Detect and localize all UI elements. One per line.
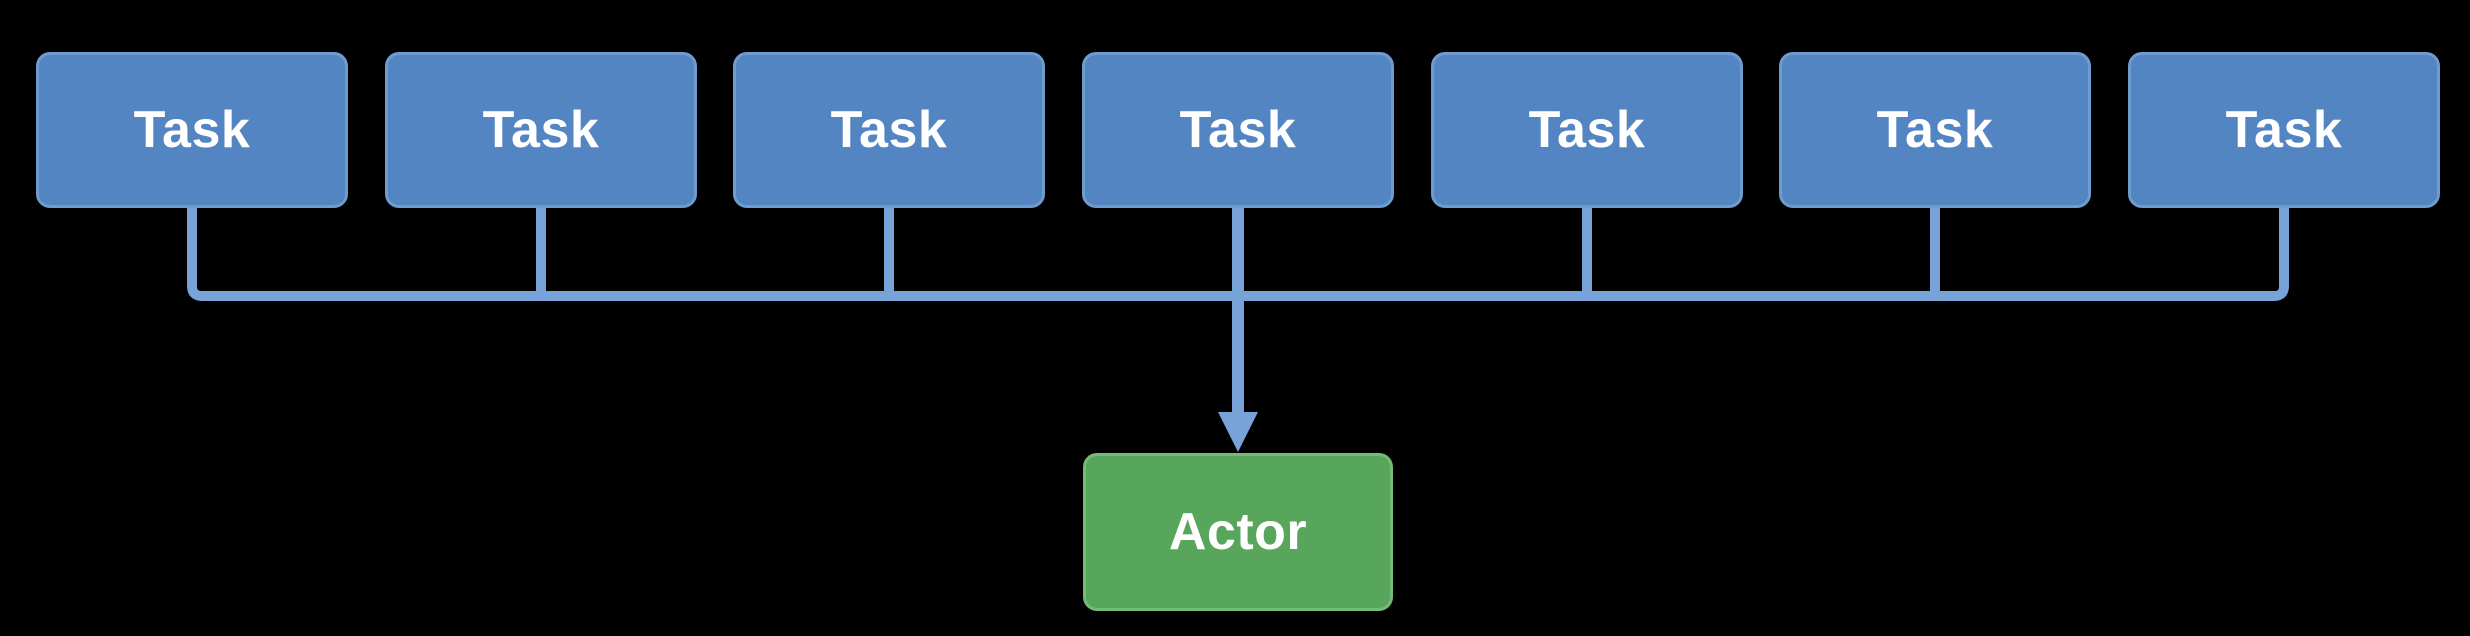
actor-node: Actor [1083,453,1393,611]
task-node-7: Task [2128,52,2440,208]
task-node-3: Task [733,52,1045,208]
task-node-label: Task [2225,101,2343,159]
task-node-label: Task [1179,101,1297,159]
task-node-label: Task [1876,101,1994,159]
arrowhead-down-icon [1218,412,1258,452]
task-node-6: Task [1779,52,2091,208]
task-node-label: Task [830,101,948,159]
task-node-label: Task [1528,101,1646,159]
task-node-label: Task [133,101,251,159]
task-node-5: Task [1431,52,1743,208]
task-node-label: Task [482,101,600,159]
actor-node-label: Actor [1168,503,1308,561]
task-node-1: Task [36,52,348,208]
task-node-2: Task [385,52,697,208]
task-node-4: Task [1082,52,1394,208]
